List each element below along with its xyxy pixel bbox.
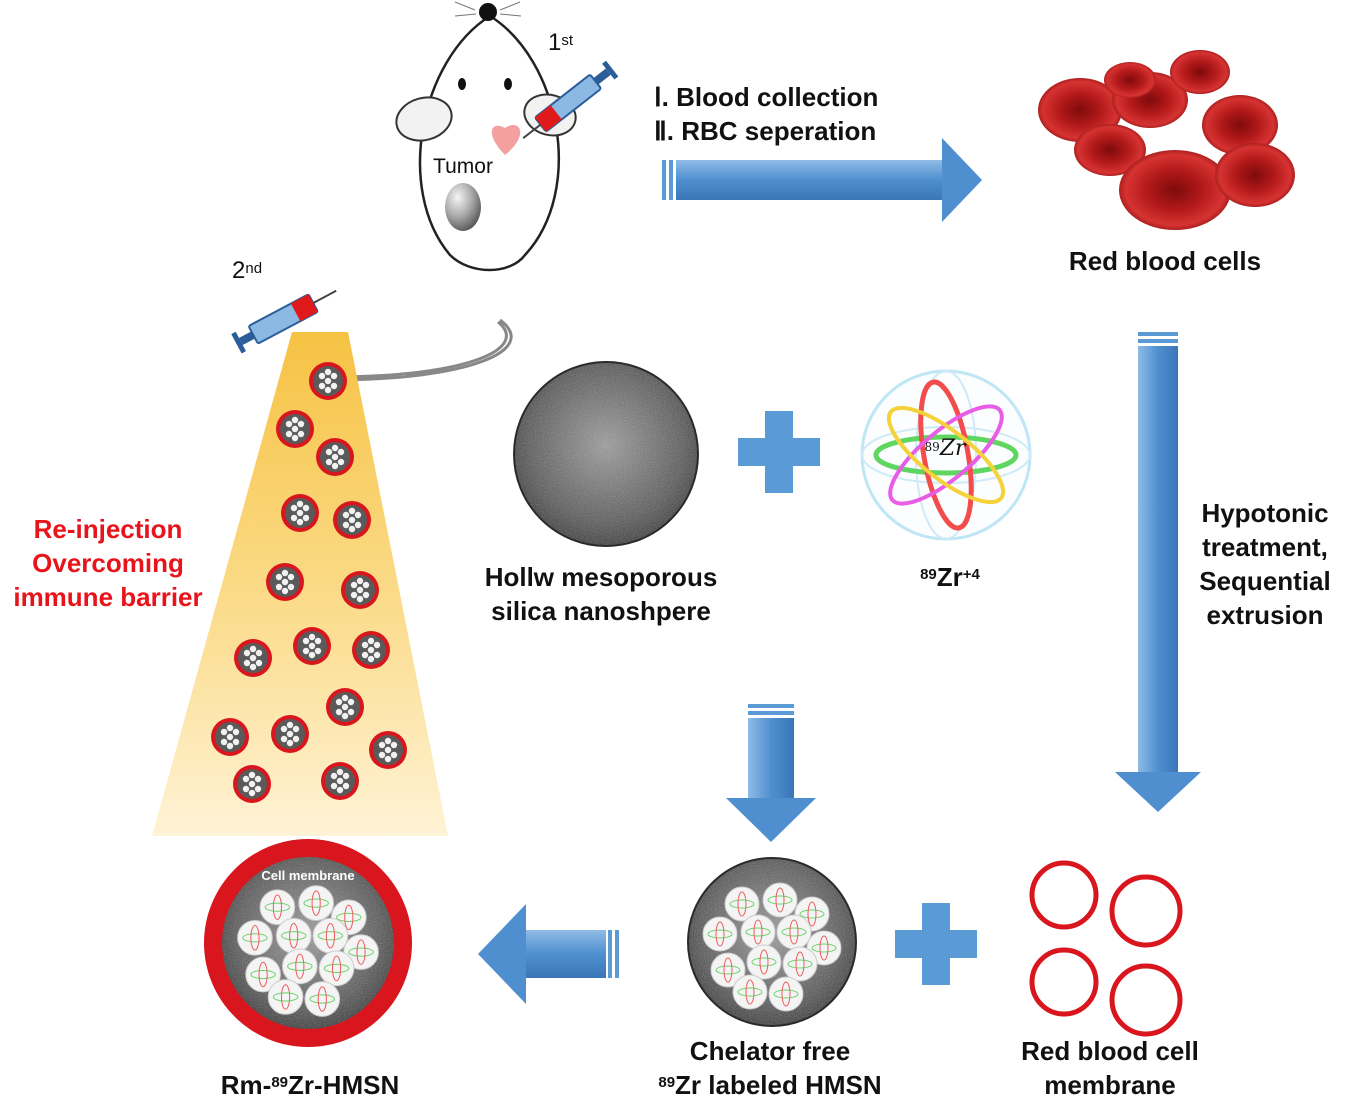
hypotonic-label-4: extrusion [1206, 600, 1324, 630]
tumor-label: Tumor [433, 155, 493, 178]
hmsn-label-2: silica nanoshpere [491, 596, 711, 626]
coated-particle [281, 494, 319, 532]
membrane-ring [1109, 963, 1183, 1037]
reinjection-label-1: Re-injection [33, 514, 183, 544]
loaded-pore [702, 916, 738, 952]
arrow-left-icon [478, 904, 619, 1004]
loaded-pore [762, 882, 798, 918]
loaded-pore [782, 946, 818, 982]
arrow-down-icon [726, 704, 816, 842]
loaded-pore [237, 919, 273, 956]
loaded-pore [298, 885, 335, 921]
loaded-pore [746, 944, 782, 980]
loaded-hmsn-image [687, 857, 857, 1027]
membrane-ring [1029, 947, 1099, 1017]
coated-particle [321, 762, 359, 800]
particle-group [211, 362, 407, 803]
membrane-vesicles [1029, 860, 1183, 1037]
membrane-ring [1109, 874, 1183, 948]
coated-particle [266, 563, 304, 601]
loaded-pore [245, 956, 281, 993]
zirconium-atom-icon [860, 369, 1032, 541]
hmsn-label-1: Hollw mesoporous [484, 562, 718, 592]
silica-nanosphere-image [513, 361, 699, 547]
loaded-pore [318, 950, 355, 987]
hypotonic-label-3: Sequential [1199, 566, 1331, 596]
membrane-ring [1029, 860, 1099, 930]
product-label: Rm-89Zr-HMSN [220, 1070, 400, 1100]
tumor-icon [445, 183, 481, 231]
plus-icon [738, 411, 820, 493]
heart-icon [491, 125, 521, 155]
step-blood-collection: Ⅰ. Blood collection [654, 82, 879, 112]
coated-particle [316, 438, 354, 476]
loaded-pore [724, 886, 760, 922]
coated-particle [211, 718, 249, 756]
coated-particle [234, 639, 272, 677]
loaded-pore [732, 974, 768, 1010]
coated-particle [341, 571, 379, 609]
coated-particle [369, 731, 407, 769]
coated-particle [276, 410, 314, 448]
atom-inner-label: 89Zr [924, 436, 966, 461]
loaded-pore [768, 976, 804, 1012]
loaded-pore [259, 889, 296, 926]
first-injection-label: 1st [548, 29, 574, 56]
coated-particle [333, 501, 371, 539]
plus-icon [895, 903, 977, 985]
loaded-pore [267, 979, 304, 1015]
coated-particle [326, 688, 364, 726]
hypotonic-label-1: Hypotonic [1201, 498, 1329, 528]
coated-particle [352, 631, 390, 669]
chelator-label-2: 89Zr labeled HMSN [658, 1070, 882, 1100]
zirconium-label: 89Zr+4 [920, 562, 980, 592]
second-injection-label: 2nd [232, 257, 263, 284]
reinjection-label-3: immune barrier [13, 582, 203, 612]
rm-hmsn-image: Cell membrane [204, 839, 412, 1047]
chelator-label-1: Chelator free [689, 1036, 851, 1066]
coated-particle [271, 715, 309, 753]
loaded-pore [282, 948, 318, 985]
mouse-illustration [306, 1, 577, 382]
step-rbc-separation: Ⅱ. RBC seperation [654, 116, 877, 146]
loaded-pore [304, 981, 341, 1017]
arrow-right-icon [662, 138, 982, 222]
coated-particle [309, 362, 347, 400]
red-blood-cells-image [1038, 50, 1295, 230]
coated-particle [293, 627, 331, 665]
membrane-label-2: membrane [1044, 1070, 1176, 1100]
reinjection-label-2: Overcoming [32, 548, 184, 578]
syringe-icon [522, 60, 619, 139]
syringe-icon [231, 289, 337, 354]
red-blood-cells-label: Red blood cells [1068, 246, 1262, 276]
ring-label: Cell membrane [261, 868, 354, 883]
coated-particle [233, 765, 271, 803]
loaded-pore [710, 952, 746, 988]
arrow-down-icon [1115, 332, 1201, 812]
membrane-label-1: Red blood cell [1021, 1036, 1199, 1066]
hypotonic-label-2: treatment, [1202, 532, 1328, 562]
